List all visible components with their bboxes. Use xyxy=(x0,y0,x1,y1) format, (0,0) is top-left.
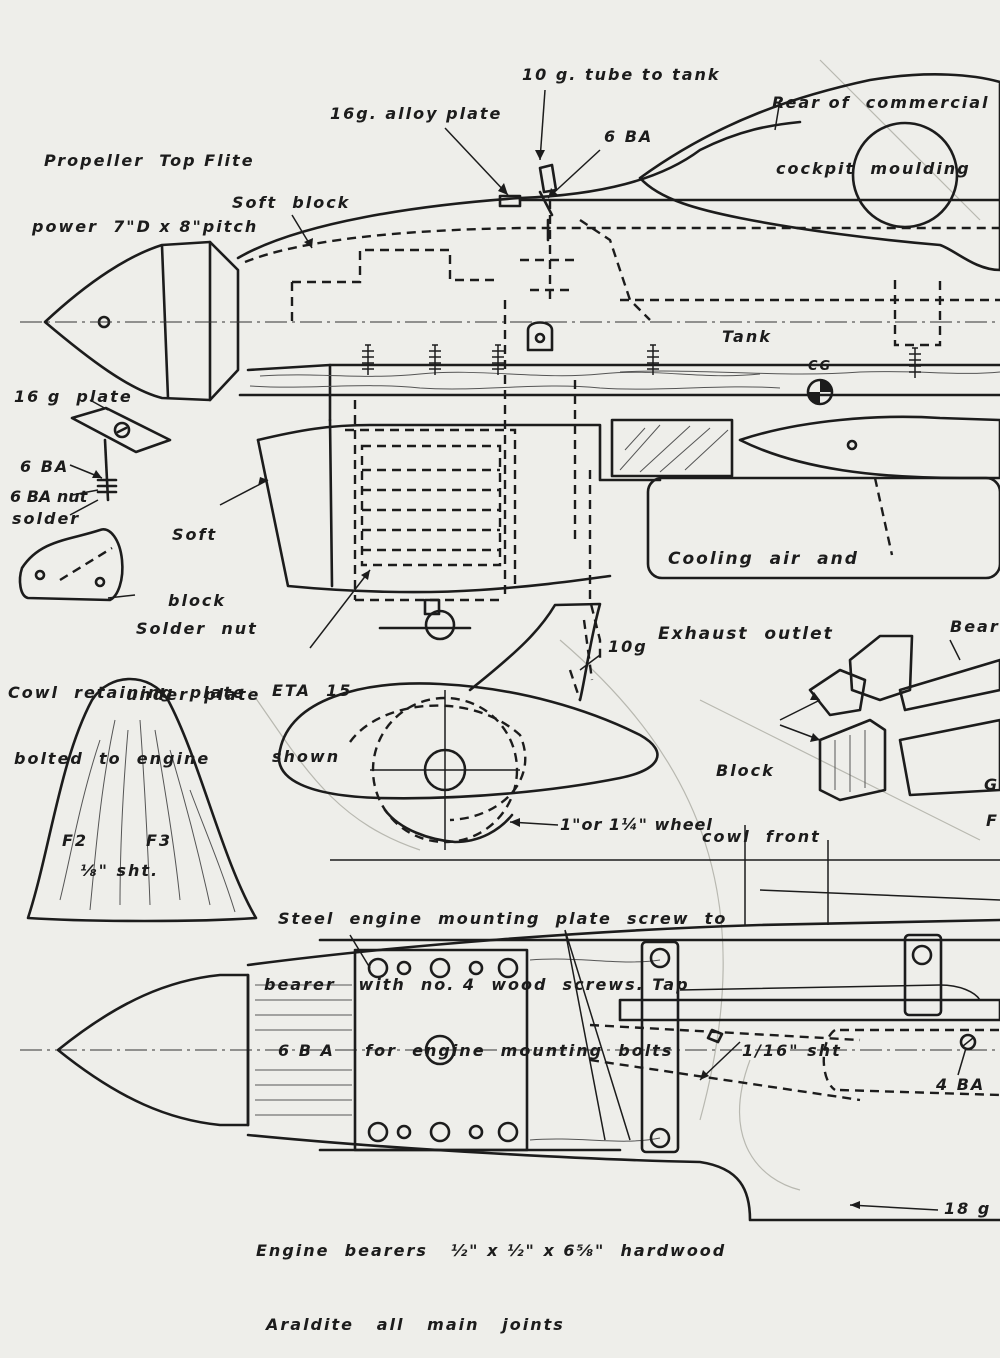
label-steel-plate-line1: Steel engine mounting plate screw to xyxy=(278,909,728,928)
label-steel-plate-line2: bearer with no. 4 wood screws. Tap xyxy=(264,975,690,994)
label-6ba-nut: 6 BA nut xyxy=(10,487,88,506)
label-g-cut: G xyxy=(984,775,1000,794)
label-cooling-outlet-line2: Exhaust outlet xyxy=(658,624,834,644)
label-cockpit-note-line2: cockpit moulding xyxy=(776,159,971,178)
engine-cylinder xyxy=(360,444,502,567)
label-propeller: Propeller Top Flite power 7"D x 8"pitch xyxy=(32,106,258,260)
label-cockpit-note-line1: Rear of commercial xyxy=(772,93,990,112)
label-solder-nut: Solder nut under plate xyxy=(126,574,260,728)
label-wheel: 1"or 1¼" wheel xyxy=(560,815,713,834)
label-bearer-cut: Beare xyxy=(950,617,1000,636)
label-engine-line1: ETA 15 xyxy=(272,681,353,700)
label-6ba-top: 6 BA xyxy=(604,127,654,146)
label-block-cowl-line1: Block xyxy=(716,761,775,780)
label-soft-block-top: Soft block xyxy=(232,193,351,212)
label-block-cowl-line2: cowl front xyxy=(702,827,821,846)
label-solder-nut-line1: Solder nut xyxy=(136,619,258,638)
side-screws xyxy=(362,321,921,378)
label-engine-bearers-line1: Engine bearers ½" x ½" x 6⅝" hardwood xyxy=(256,1241,727,1260)
engine-mounting-plate xyxy=(353,948,529,1152)
cg-symbol xyxy=(806,378,834,406)
label-solder: solder xyxy=(12,509,81,528)
label-soft-block-side: Soft block xyxy=(168,480,226,634)
label-former-sheet: ⅛" sht. xyxy=(80,861,160,880)
label-tank: Tank xyxy=(722,327,772,346)
label-soft-block-side-line1: Soft xyxy=(172,525,218,544)
label-former-f2: F2 xyxy=(62,831,89,850)
label-cowl-plate-line2: bolted to engine xyxy=(14,749,211,768)
label-engine-bearers-line2: Araldite all main joints xyxy=(266,1315,565,1334)
label-propeller-line1: Propeller Top Flite xyxy=(44,151,255,170)
label-former-f3: F3 xyxy=(146,831,173,850)
cockpit-moulding xyxy=(638,73,1000,272)
label-solder-nut-line2: under plate xyxy=(126,685,261,704)
side-spinner xyxy=(43,240,240,402)
leader-arrowheads xyxy=(92,150,860,1209)
side-view-fuselage xyxy=(20,73,1000,850)
label-soft-block-side-line2: block xyxy=(168,591,227,610)
label-cg: CG xyxy=(808,359,833,374)
plan-view-fuselage xyxy=(20,825,1000,1222)
label-engine-bearers: Engine bearers ½" x ½" x 6⅝" hardwood Ar… xyxy=(256,1196,726,1358)
label-6ba-side: 6 BA xyxy=(20,457,70,476)
cowl-plate-detail xyxy=(18,406,172,602)
label-10g: 10g xyxy=(608,637,648,656)
label-steel-plate: Steel engine mounting plate screw to bea… xyxy=(264,864,728,1084)
former-template xyxy=(26,677,258,923)
label-block-cowl: Block cowl front xyxy=(702,716,821,870)
label-alloy-plate: 16g. alloy plate xyxy=(330,104,503,123)
label-16g-plate: 16 g plate xyxy=(14,387,133,406)
label-propeller-line2: power 7"D x 8"pitch xyxy=(32,217,259,236)
label-tube-to-tank: 10 g. tube to tank xyxy=(522,65,721,84)
label-engine: ETA 15 shown xyxy=(272,636,352,790)
label-4ba: 4 BA xyxy=(936,1075,986,1094)
label-cowl-plate-line1: Cowl retaining plate xyxy=(8,683,246,702)
undercarriage xyxy=(277,598,659,850)
label-cockpit-note: Rear of commercial cockpit moulding xyxy=(772,48,990,202)
label-f-cut: F xyxy=(986,811,999,830)
leader-lines xyxy=(69,89,967,1211)
label-steel-plate-line3: 6 B A for engine mounting bolts xyxy=(278,1041,674,1060)
label-sixteenth-sheet: 1/16" sht xyxy=(742,1041,842,1060)
label-cooling-outlet-line1: Cooling air and xyxy=(668,549,859,569)
label-cooling-outlet: Cooling air and Exhaust outlet xyxy=(658,497,859,672)
label-engine-line2: shown xyxy=(272,747,341,766)
label-cowl-plate: Cowl retaining plate bolted to engine xyxy=(8,638,246,792)
bearer-detail xyxy=(808,634,1000,802)
blueprint-drawing xyxy=(18,59,1000,1222)
cooling-outlet-box xyxy=(646,476,1000,580)
label-18g: 18 g xyxy=(944,1199,992,1218)
plate-bolts xyxy=(367,957,519,1143)
